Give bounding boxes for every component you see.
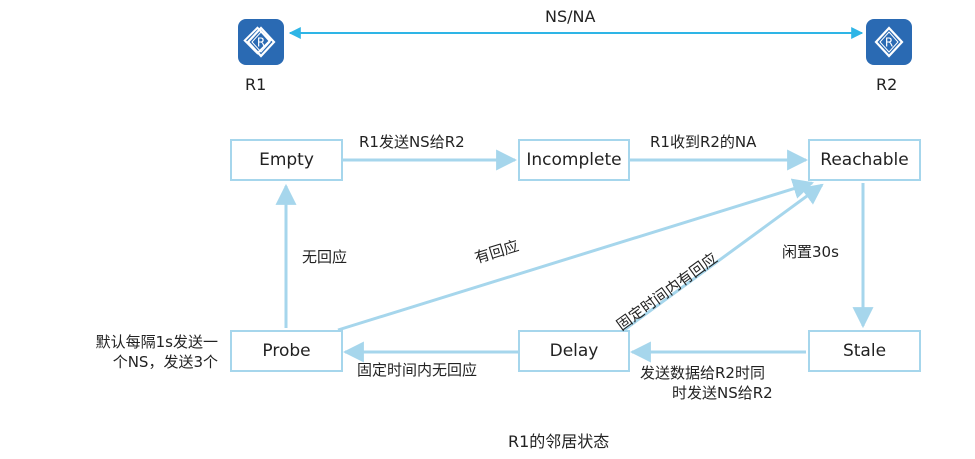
label-delay-probe: 固定时间内无回应 [357, 361, 478, 379]
router-icon: R [874, 26, 904, 58]
label-stale-delay-line1: 发送数据给R2时同 [640, 364, 765, 382]
svg-text:R: R [885, 36, 893, 50]
diagram-caption: R1的邻居状态 [508, 432, 610, 451]
label-incomplete-reachable: R1收到R2的NA [650, 133, 757, 151]
state-stale: Stale [808, 330, 921, 372]
router-icon: R [243, 26, 276, 58]
label-reachable-stale: 闲置30s [782, 243, 839, 261]
state-probe: Probe [230, 330, 343, 372]
label-stale-delay-line2: 时发送NS给R2 [672, 384, 773, 402]
state-empty: Empty [230, 139, 343, 181]
arrow-delay-reachable [623, 183, 824, 332]
router-label-r1: R1 [245, 75, 267, 94]
state-reachable: Reachable [808, 139, 921, 181]
svg-text:R: R [257, 36, 265, 50]
label-probe-empty: 无回应 [302, 248, 348, 266]
probe-note-line1: 默认每隔1s发送一 [95, 333, 218, 351]
state-incomplete: Incomplete [518, 139, 630, 181]
arrow-probe-reachable [337, 178, 815, 332]
probe-note-line2: 个NS，发送3个 [112, 353, 218, 371]
probe-note: 默认每隔1s发送一 个NS，发送3个 [40, 332, 218, 372]
label-empty-incomplete: R1发送NS给R2 [359, 133, 465, 151]
link-label: NS/NA [545, 7, 596, 26]
router-r1: R [238, 19, 284, 65]
state-delay: Delay [518, 330, 630, 372]
router-r2: R [866, 19, 912, 65]
router-label-r2: R2 [876, 75, 898, 94]
label-stale-delay: 发送数据给R2时同 时发送NS给R2 [640, 363, 800, 403]
